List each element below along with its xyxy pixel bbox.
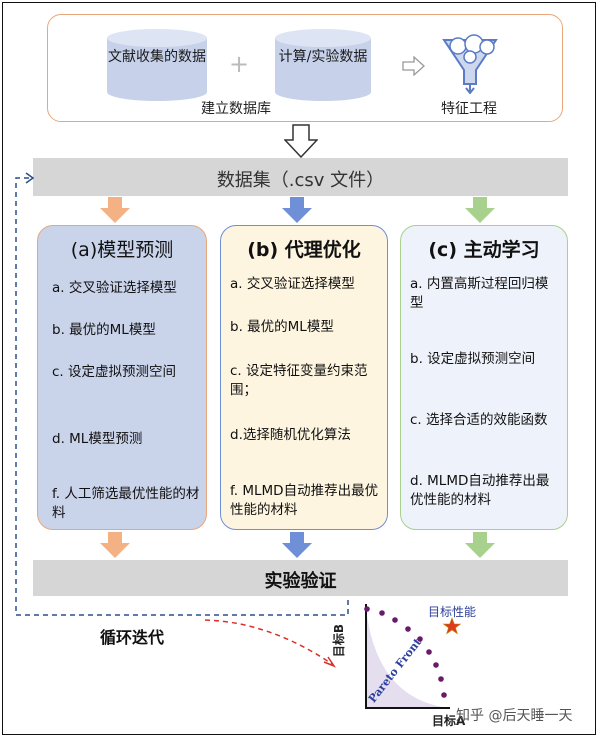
validation-bar [33,560,568,596]
column-a-item: f. 人工筛选最优性能的材料 [52,486,200,521]
column-a-item: c. 设定虚拟预测空间 [52,364,177,380]
arrow-down-green-icon [465,197,495,223]
column-c-item: a. 内置高斯过程回归模型 [410,276,549,311]
iteration-loop-arrow [15,172,349,616]
column-c-item: d. MLMD自动推荐出最优性能的材料 [410,473,550,508]
arrow-right-icon [402,56,425,76]
column-a-item: d. ML模型预测 [52,431,143,447]
to-pareto-arrow [204,619,336,668]
y-axis-label: 目标B [332,623,347,658]
column-a-item: a. 交叉验证选择模型 [52,280,177,296]
pareto-front-plot [364,604,462,709]
loop-iteration-label: 循环迭代 [100,628,165,647]
column-b-item: b. 最优的ML模型 [230,319,334,335]
column-b-item: a. 交叉验证选择模型 [230,276,355,292]
column-b-title: (b) 代理优化 [247,239,361,261]
column-c-item: c. 选择合适的效能函数 [410,412,548,428]
x-axis-label: 目标A [432,714,466,728]
arrow-down-outline-icon [284,124,318,158]
dataset-bar [33,158,568,196]
database-cylinder-computation [275,29,371,101]
column-surrogate-optimization [220,225,388,530]
target-performance-label: 目标性能 [428,605,477,619]
build-database-label: 建立数据库 [201,101,271,117]
arrow-down-orange-icon [100,532,130,558]
column-b-item: d.选择随机优化算法 [230,427,351,443]
arrow-down-orange-icon [100,197,130,223]
source-computation-label: 计算/实验数据 [278,49,368,65]
arrow-down-green-icon [465,532,495,558]
dataset-bar-label: 数据集（.csv 文件） [216,170,385,191]
column-active-learning [400,225,568,530]
validation-bar-label: 实验验证 [264,571,337,592]
watermark: 知乎 @后天睡一天 [456,708,573,724]
column-c-title: (c) 主动学习 [428,239,540,261]
arrow-down-blue-icon [282,197,312,223]
column-model-prediction [37,225,207,530]
column-c-item: b. 设定虚拟预测空间 [410,351,536,367]
feature-engineering-label: 特征工程 [441,101,497,117]
column-a-title: (a)模型预测 [70,239,174,261]
plus-sign: + [229,50,250,78]
column-b-item: f. MLMD自动推荐出最优性能的材料 [230,483,379,518]
funnel-icon [442,34,498,94]
column-a-item: b. 最优的ML模型 [52,322,156,338]
arrow-down-blue-icon [282,532,312,558]
database-cylinder-literature [107,29,207,101]
source-literature-label: 文献收集的数据 [108,49,206,65]
column-b-item: c. 设定特征变量约束范围； [230,363,368,398]
